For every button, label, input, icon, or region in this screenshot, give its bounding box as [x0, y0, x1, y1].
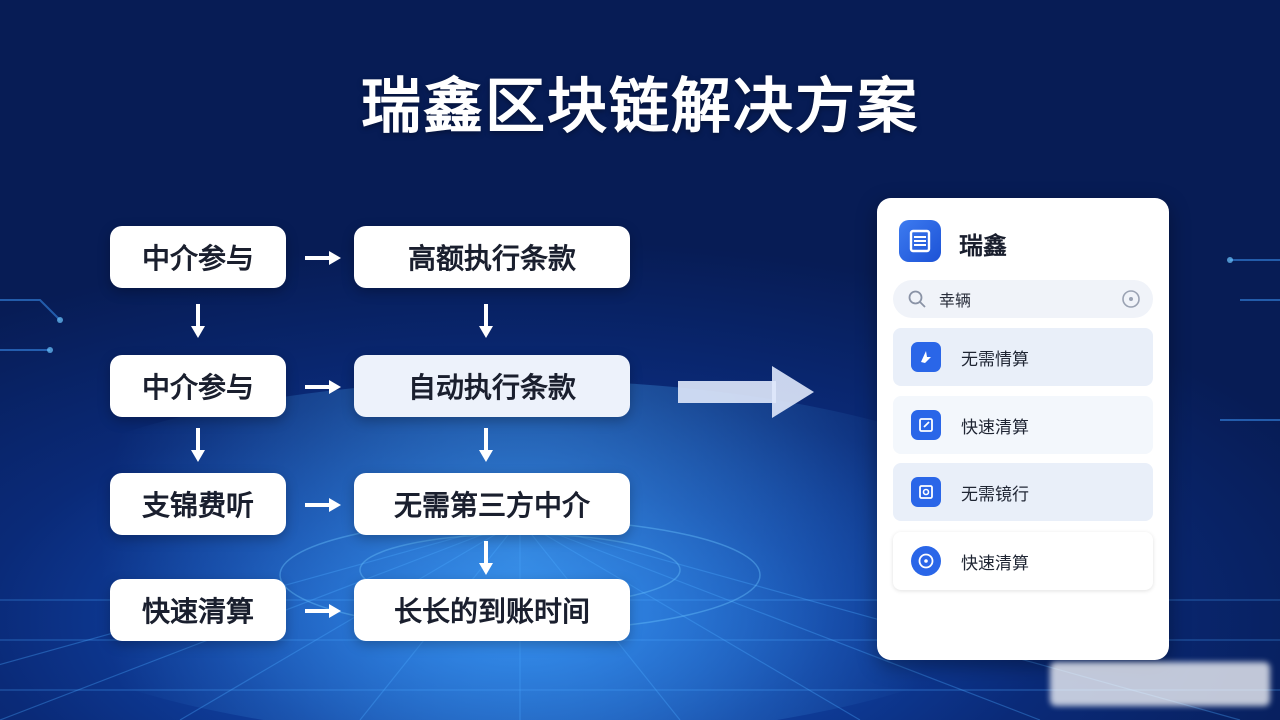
flow-left-step-2: 中介参与	[110, 355, 286, 417]
list-item[interactable]: 快速清算	[893, 532, 1153, 590]
flow-right-step-4: 长长的到账时间	[354, 579, 630, 641]
edit-icon	[911, 410, 941, 440]
page-title: 瑞鑫区块链解决方案	[361, 72, 919, 142]
flow-left-step-4: 快速清算	[110, 579, 286, 641]
arrow-right-icon	[305, 251, 341, 265]
arrow-down-icon	[191, 304, 205, 338]
flow-left-step-3: 支锦费听	[110, 473, 286, 535]
app-name: 瑞鑫	[959, 232, 1007, 260]
list-item[interactable]: 无需镜行	[893, 463, 1153, 521]
arrow-right-icon	[305, 604, 341, 618]
arrow-down-icon	[479, 428, 493, 462]
arrow-down-icon	[191, 428, 205, 462]
arrow-right-icon	[305, 498, 341, 512]
flow-right-step-1: 高额执行条款	[354, 226, 630, 288]
list-item-label: 无需情算	[961, 349, 1029, 370]
app-panel: 瑞鑫 无需情算 快速清算 无需镜行 快速清算	[877, 198, 1169, 660]
list-item-label: 快速清算	[961, 553, 1029, 574]
search-input[interactable]	[939, 286, 1109, 312]
lightning-icon	[911, 342, 941, 372]
arrow-down-icon	[479, 304, 493, 338]
watermark	[1050, 662, 1270, 706]
list-item-label: 快速清算	[961, 417, 1029, 438]
list-item[interactable]: 无需情算	[893, 328, 1153, 386]
list-item[interactable]: 快速清算	[893, 396, 1153, 454]
document-icon	[899, 220, 941, 262]
flow-right-step-2: 自动执行条款	[354, 355, 630, 417]
big-arrow-right-icon	[678, 366, 814, 418]
flow-left-step-1: 中介参与	[110, 226, 286, 288]
arrow-down-icon	[479, 541, 493, 575]
flow-right-step-3: 无需第三方中介	[354, 473, 630, 535]
clock-icon	[911, 546, 941, 576]
search-bar[interactable]	[893, 280, 1153, 318]
list-item-label: 无需镜行	[961, 484, 1029, 505]
shield-icon	[911, 477, 941, 507]
arrow-right-icon	[305, 380, 341, 394]
search-icon	[908, 290, 926, 308]
clear-circle-icon[interactable]	[1121, 289, 1141, 309]
